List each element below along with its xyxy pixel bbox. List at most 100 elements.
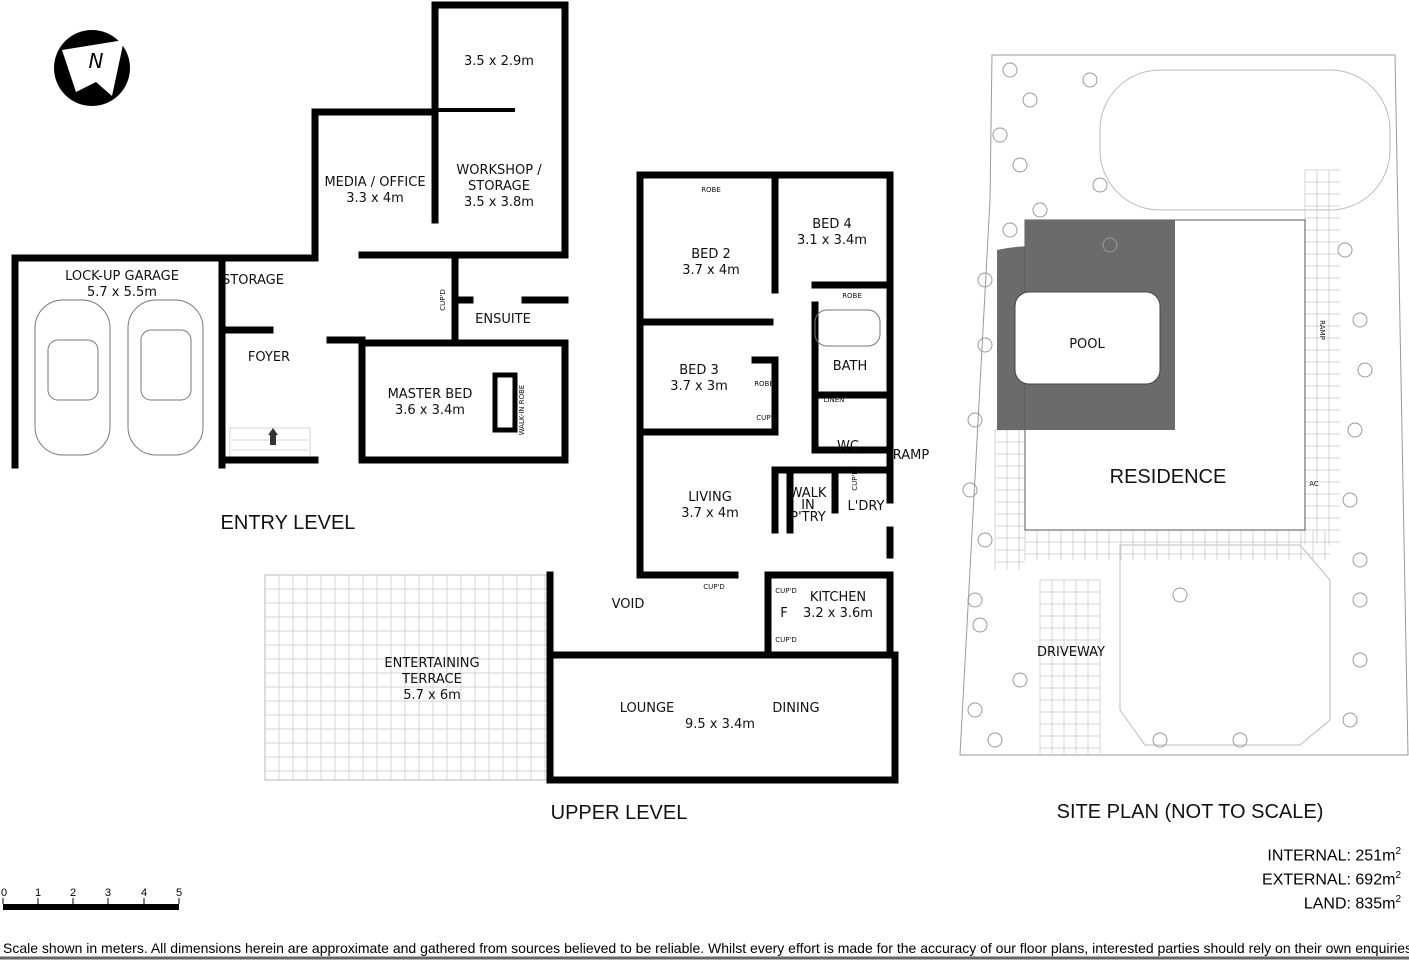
site-plan: POOL RESIDENCE RAMP AC DRIVEWAY SITE PLA…	[959, 54, 1409, 823]
pool	[1014, 291, 1161, 385]
room-label: VOID	[612, 597, 645, 612]
room-label: L'DRY	[848, 499, 885, 514]
site-plan-title: SITE PLAN (NOT TO SCALE)	[1057, 801, 1324, 823]
tree-icon	[1342, 712, 1358, 728]
room-label: LOUNGE	[620, 701, 675, 716]
room-label: WORKSHOP /	[456, 163, 542, 178]
room-label: ENTERTAINING	[384, 656, 479, 671]
tree-icon	[1022, 92, 1038, 108]
room-label: STORAGE	[468, 179, 530, 194]
room-label: CUP'D	[775, 587, 797, 595]
tree-icon	[1352, 652, 1368, 668]
room-label: ROBE	[701, 186, 721, 194]
ac-label: AC	[1309, 480, 1319, 488]
bathtub-icon	[814, 309, 881, 347]
driveway-label: DRIVEWAY	[1037, 645, 1105, 660]
room-label: IN	[801, 498, 815, 513]
tree-icon	[967, 702, 983, 718]
pool-label: POOL	[1069, 337, 1105, 352]
room-label: LOCK-UP GARAGE	[65, 269, 179, 284]
scale-tick: 2	[70, 887, 76, 899]
land-area: LAND: 835m2	[1303, 894, 1401, 913]
entry-level-plan: LOCK-UP GARAGE 5.7 x 5.5m MEDIA / OFFICE…	[11, 1, 569, 534]
room-size: 5.7 x 5.5m	[87, 285, 157, 300]
tree-icon	[977, 337, 993, 353]
tree-icon	[1352, 312, 1368, 328]
room-label: ROBE	[754, 380, 774, 388]
room-label: FOYER	[248, 350, 290, 365]
room-size: 3.2 x 3.6m	[803, 606, 873, 621]
ramp-label: RAMP	[1318, 320, 1326, 340]
tree-icon	[1352, 592, 1368, 608]
tree-icon	[1342, 492, 1358, 508]
tree-icon	[1347, 422, 1363, 438]
room-size: 3.5 x 3.8m	[464, 195, 534, 210]
scale-tick: 3	[105, 887, 111, 899]
room-label: KITCHEN	[810, 590, 866, 605]
tree-icon	[1002, 222, 1018, 238]
north-compass-icon: N	[54, 30, 130, 106]
compass-label: N	[89, 49, 104, 73]
room-label: BED 3	[679, 363, 719, 378]
room-label: WC	[837, 439, 859, 454]
room-label: WALK	[790, 486, 827, 501]
tree-icon	[1102, 237, 1118, 253]
scale-tick: 1	[35, 887, 41, 899]
room-label: ROBE	[842, 292, 862, 300]
tree-icon	[977, 272, 993, 288]
room-label: STORAGE	[222, 273, 284, 288]
car-icon	[127, 299, 204, 456]
scale-bar: 0 1 2 3 4 5	[1, 887, 182, 910]
scale-tick: 4	[141, 887, 147, 899]
room-label: P'TRY	[790, 510, 826, 525]
tree-icon	[1082, 72, 1098, 88]
room-label: BED 4	[812, 217, 852, 232]
room-label: CUP'D	[703, 583, 725, 591]
residence-label: RESIDENCE	[1110, 466, 1227, 488]
room-label: CUP'D	[851, 469, 859, 491]
tree-icon	[972, 617, 988, 633]
room-label: CUP'D	[439, 289, 447, 311]
tree-icon	[1092, 177, 1108, 193]
room-size: 3.7 x 4m	[681, 506, 739, 521]
room-size: 3.1 x 3.4m	[797, 233, 867, 248]
room-label: BATH	[833, 359, 868, 374]
room-label: BED 2	[691, 247, 731, 262]
room-label: WALK-IN ROBE	[518, 385, 526, 436]
external-area: EXTERNAL: 692m2	[1262, 870, 1401, 889]
room-size: 3.6 x 3.4m	[395, 403, 465, 418]
tree-icon	[962, 482, 978, 498]
room-label: RAMP	[893, 448, 930, 463]
tree-icon	[1032, 202, 1048, 218]
car-icon	[34, 299, 111, 456]
tree-icon	[977, 532, 993, 548]
tree-icon	[1337, 242, 1353, 258]
disclaimer: Scale shown in meters. All dimensions he…	[3, 940, 1409, 956]
room-size: 5.7 x 6m	[403, 688, 461, 703]
room-label: LIVING	[688, 490, 732, 505]
room-label: CUP'D	[756, 414, 778, 422]
scale-tick: 0	[1, 887, 7, 899]
tree-icon	[1357, 362, 1373, 378]
entry-arrow-icon	[268, 428, 278, 445]
tree-icon	[967, 412, 983, 428]
room-label: MEDIA / OFFICE	[324, 175, 425, 190]
tree-icon	[1002, 62, 1018, 78]
room-label: F	[780, 606, 787, 621]
room-label: CUP'D	[775, 636, 797, 644]
room-label: TERRACE	[401, 672, 462, 687]
room-size: 3.5 x 2.9m	[464, 54, 534, 69]
tree-icon	[1012, 672, 1028, 688]
room-size: 3.3 x 4m	[346, 191, 404, 206]
room-size: 3.7 x 4m	[682, 263, 740, 278]
tree-icon	[1232, 732, 1248, 748]
site-paving	[994, 169, 1340, 755]
upper-level-plan: BED 2 3.7 x 4m BED 4 3.1 x 3.4m BED 3 3.…	[264, 171, 930, 824]
room-label: ENSUITE	[475, 312, 531, 327]
tree-icon	[1172, 587, 1188, 603]
room-size: 9.5 x 3.4m	[685, 717, 755, 732]
entry-level-title: ENTRY LEVEL	[221, 512, 356, 534]
tree-icon	[1152, 732, 1168, 748]
room-label: DINING	[772, 701, 819, 716]
